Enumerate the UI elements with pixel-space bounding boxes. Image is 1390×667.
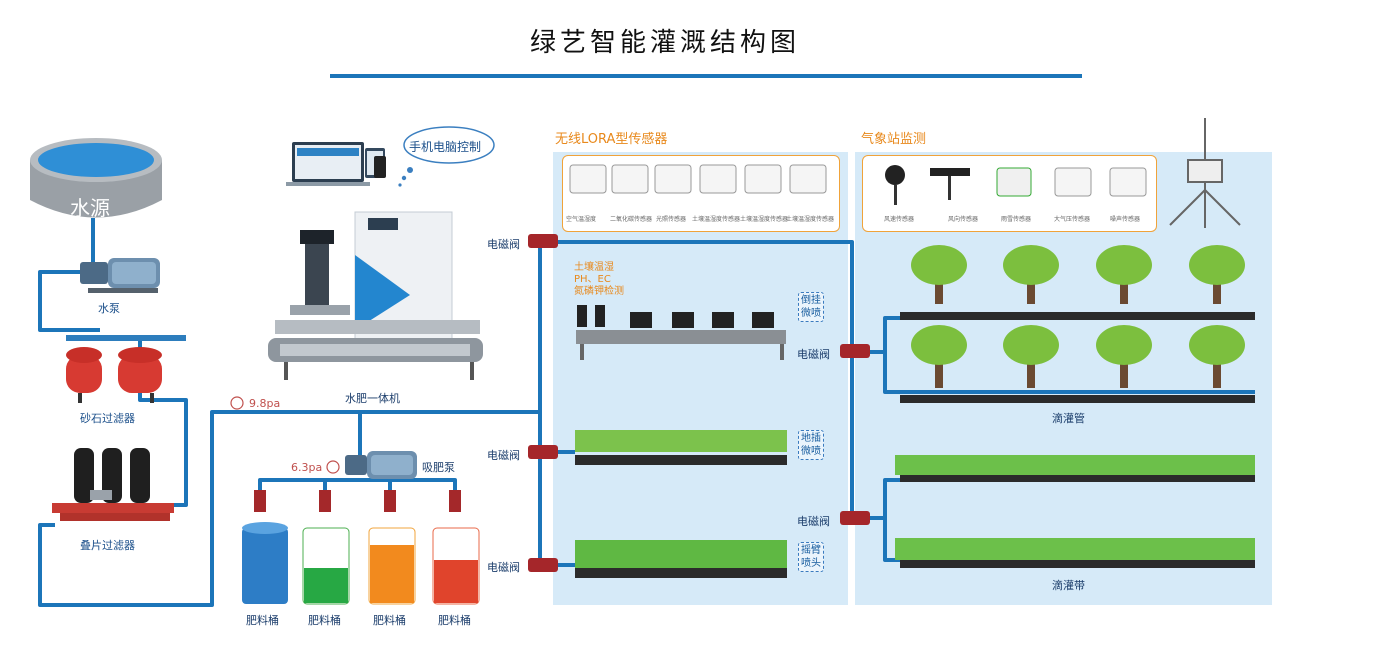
fertigation-machine-label: 水肥一体机 [345, 392, 400, 405]
fertilizer-tanks [242, 490, 480, 605]
tank-label: 肥料桶 [308, 614, 341, 627]
grass-row-1 [895, 455, 1255, 475]
greenhouse-shelf [576, 305, 786, 360]
water-pump [80, 258, 160, 293]
pressure-fert-label: 6.3pa [291, 461, 323, 474]
fertigation-machine-graphic [268, 211, 483, 380]
sand-filter [66, 335, 186, 403]
mode-inverted-spray: 倒挂 微喷 [798, 292, 824, 322]
soil-monitor-label: 土壤温湿 PH、EC 氮磷钾检测 [574, 262, 624, 297]
weather-sensor-label: 噪声传感器 [1110, 216, 1141, 223]
drip-pipe-label: 滴灌管 [1052, 412, 1085, 425]
lora-sensor-label: 土壤温湿度传感器 [692, 216, 741, 223]
disc-filter [52, 448, 174, 521]
weather-sensor-icons [885, 165, 1147, 205]
solenoid-valves [528, 234, 870, 572]
title-underline [330, 74, 1082, 78]
water-source-tank [30, 138, 162, 218]
valve-label: 电磁阀 [487, 238, 520, 251]
control-bubble-label: 手机电脑控制 [409, 140, 482, 154]
valve-label: 电磁阀 [797, 348, 830, 361]
lora-sensor-label: 光照传感器 [656, 216, 687, 223]
page-title: 绿艺智能灌溉结构图 [529, 28, 800, 58]
lora-sensor-label: 土壤温湿度传感器 [740, 216, 789, 223]
lora-sensor-icons [569, 164, 827, 194]
mode-rocker-sprinkler: 摇臂 喷头 [798, 542, 824, 572]
pump-label: 水泵 [98, 302, 120, 315]
mode-ground-spray: 地插 微喷 [798, 430, 824, 460]
orchard-trees [911, 245, 1245, 388]
suction-pump-label: 吸肥泵 [422, 461, 455, 474]
flower-row [575, 430, 787, 452]
grass-row-2 [895, 538, 1255, 560]
weather-station [1169, 118, 1241, 228]
weather-sensor-label: 雨雪传感器 [1001, 216, 1032, 223]
drip-tape-label: 滴灌带 [1052, 579, 1085, 592]
weather-sensor-label: 大气压传感器 [1054, 216, 1091, 223]
cloud-dots [398, 167, 413, 187]
tank-label: 肥料桶 [373, 614, 406, 627]
pressure-main-label: 9.8pa [249, 397, 281, 410]
suction-pump [345, 451, 417, 479]
pressure-gauge-fert [326, 460, 340, 474]
lora-sensor-label: 二氧化碳传感器 [610, 216, 653, 223]
devices [286, 142, 386, 186]
pressure-gauge-main [230, 396, 244, 410]
lora-sensor-label: 土壤温湿度传感器 [786, 216, 835, 223]
tank-label: 肥料桶 [438, 614, 471, 627]
valve-label: 电磁阀 [487, 449, 520, 462]
sand-filter-label: 砂石过滤器 [80, 412, 135, 425]
tank-label: 肥料桶 [246, 614, 279, 627]
weather-sensor-label: 风速传感器 [884, 216, 915, 223]
valve-label: 电磁阀 [487, 561, 520, 574]
rocker-row [575, 540, 787, 568]
valve-label: 电磁阀 [797, 515, 830, 528]
lora-title: 无线LORA型传感器 [555, 132, 668, 147]
disc-filter-label: 叠片过滤器 [80, 539, 135, 552]
weather-title: 气象站监测 [861, 132, 927, 147]
weather-sensor-label: 风向传感器 [948, 216, 979, 223]
water-source-label: 水源 [70, 196, 110, 220]
lora-sensor-label: 空气温湿度 [566, 216, 597, 223]
